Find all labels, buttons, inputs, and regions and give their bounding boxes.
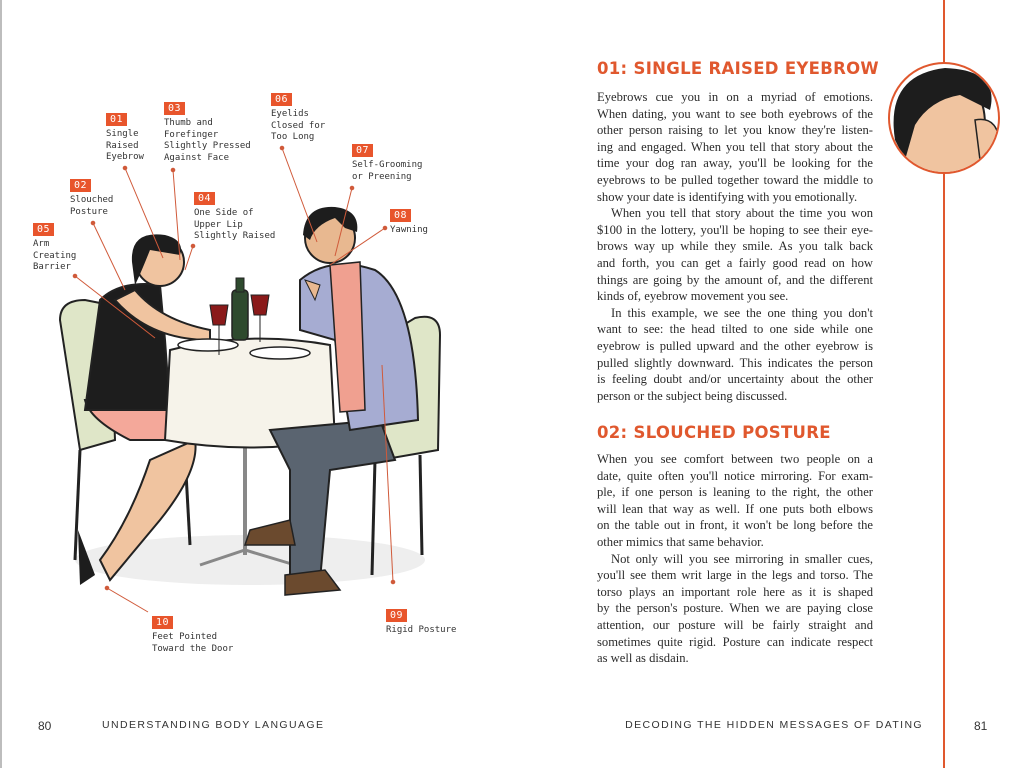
text-line: attention, our posture will be fairly st… [597, 617, 873, 632]
man-legs [268, 418, 397, 581]
text-line: show your date is identifying with you e… [597, 189, 858, 204]
section-single-raised-eyebrow: 01: SINGLE RAISED EYEBROW Eyebrows cue y… [597, 59, 879, 405]
text-line: person or the subject being discussed. [597, 388, 788, 403]
text-line: eyebrows to be pulled together toward th… [597, 172, 873, 187]
text-line: Not only will you see mirroring in small… [611, 551, 873, 566]
section-heading: 02: SLOUCHED POSTURE [597, 423, 831, 442]
text-line: want to see: the head tilted to one side… [597, 322, 873, 337]
callout-text: Rigid Posture [386, 625, 457, 635]
text-line: $100 in the lottery, you'll be hoping to… [597, 222, 873, 237]
callout-text: Slouched Posture [70, 195, 114, 217]
text-line: will lean that way as well. If one puts … [597, 501, 873, 516]
callout-number: 02 [70, 179, 92, 192]
text-line: other person raising to let you know the… [597, 123, 873, 138]
man-hair [303, 206, 358, 240]
text-line: In this example, we see the one thing yo… [611, 305, 873, 320]
text-line: by the person's posture. When we are pay… [597, 601, 873, 616]
paragraph: In this example, we see the one thing yo… [597, 305, 873, 405]
callout-number: 08 [390, 209, 412, 222]
text-line: ple, if one person is leaning to the rig… [597, 485, 873, 500]
callout-text: Self-Grooming or Preening [352, 160, 423, 182]
paragraph: Eyebrows cue you in on a myriad of emoti… [597, 89, 873, 205]
text-line: time your dog ran away, you'll be lookin… [597, 156, 873, 171]
leader-lines [72, 145, 396, 613]
callout-text: Thumb and Forefinger Slightly Pressed Ag… [164, 118, 251, 163]
text-line: When dating, you want to see both eyebro… [597, 106, 873, 121]
callout-number: 03 [164, 102, 186, 115]
page-edge [0, 0, 2, 768]
page-number-right: 81 [974, 719, 988, 733]
section-slouched-posture: 02: SLOUCHED POSTURE When you see comfor… [597, 423, 873, 667]
callout-number: 01 [106, 113, 128, 126]
margin-rule [943, 0, 945, 768]
paragraph: Not only will you see mirroring in small… [597, 551, 873, 667]
text-line: eyebrow is pulled upward and the other e… [597, 338, 873, 353]
text-line: and forth, you can get a fairly good rea… [597, 255, 873, 270]
text-line: is feeling doubt and/or uncertainty abou… [597, 372, 873, 387]
callout-number: 04 [194, 192, 216, 205]
callout-text: Yawning [390, 225, 428, 235]
paragraph: When you tell that story about the time … [597, 205, 873, 305]
callout-text: Single Raised Eyebrow [106, 129, 144, 162]
man-shirt [329, 261, 366, 413]
text-line: you'll see them writ large in the legs a… [597, 568, 873, 583]
running-head-right: DECODING THE HIDDEN MESSAGES OF DATING [625, 719, 923, 731]
callout-text: Feet Pointed Toward the Door [152, 632, 234, 654]
callout-text: Eyelids Closed for Too Long [271, 109, 326, 142]
woman-arm [113, 288, 211, 342]
paragraph: When you see comfort between two people … [597, 451, 873, 551]
running-head-left: UNDERSTANDING BODY LANGUAGE [102, 719, 325, 731]
text-line: date, quite often you'll notice mirrorin… [597, 468, 873, 483]
wine-bottle [231, 289, 249, 341]
callout-number: 07 [352, 144, 374, 157]
text-line: torso plays an important role here as it… [597, 584, 873, 599]
text-line: kinds of, eyebrow movement you see. [597, 289, 789, 304]
text-line: other mimics that same behavior. [597, 534, 764, 549]
text-line: brows way up while they smile. As you ta… [597, 239, 873, 254]
text-line: things are going by the amount of, and t… [597, 272, 873, 287]
text-line: sometimes quite rigid. Posture can indic… [597, 634, 873, 649]
text-line: Eyebrows cue you in on a myriad of emoti… [597, 90, 873, 104]
floor-shadow [75, 535, 425, 585]
callout-text: Arm Creating Barrier [33, 239, 77, 272]
callout-text: One Side of Upper Lip Slightly Raised [194, 208, 276, 241]
text-line: on the table out in front, it won't be l… [597, 518, 873, 533]
callout-number: 09 [386, 609, 408, 622]
page-number-left: 80 [38, 719, 52, 733]
callout-number: 06 [271, 93, 293, 106]
callout-number: 10 [152, 616, 174, 629]
text-line: When you tell that story about the time … [611, 206, 873, 221]
callout-number: 05 [33, 223, 55, 236]
section-heading: 01: SINGLE RAISED EYEBROW [597, 59, 879, 78]
woman-hair [131, 234, 181, 285]
portrait-medallion [888, 62, 1000, 174]
text-line: ing and engaged. When you tell that stor… [597, 139, 873, 154]
text-line: pulled slightly downward. This indicates… [597, 355, 873, 370]
text-line: When you see comfort between two people … [597, 452, 873, 466]
text-line: as well as disdain. [597, 651, 689, 666]
